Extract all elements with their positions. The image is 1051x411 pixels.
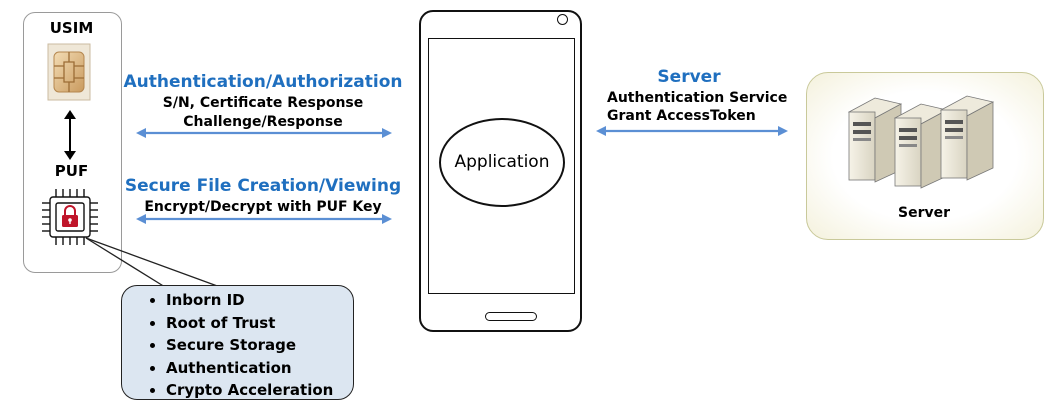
phone-home-button — [485, 312, 537, 321]
server-link-line1: Authentication Service — [607, 90, 788, 106]
auth-link-line1: S/N, Certificate Response — [162, 95, 364, 111]
list-item: Root of Trust — [166, 312, 353, 335]
usim-puf-arrow — [64, 110, 76, 160]
puf-features-list: Inborn ID Root of Trust Secure Storage A… — [122, 289, 353, 402]
puf-label: PUF — [54, 162, 89, 180]
application-node — [439, 118, 565, 207]
list-item: Crypto Acceleration — [166, 379, 353, 402]
puf-chip-icon — [42, 189, 98, 245]
list-item: Secure Storage — [166, 334, 353, 357]
puf-features-callout: Inborn ID Root of Trust Secure Storage A… — [121, 285, 354, 400]
server-icon — [847, 95, 995, 189]
auth-link-title: Authentication/Authorization — [123, 72, 403, 92]
server-link-title: Server — [657, 67, 721, 87]
sim-card-icon — [47, 43, 91, 101]
auth-link-line2: Challenge/Response — [183, 114, 343, 130]
list-item: Inborn ID — [166, 289, 353, 312]
file-link-line1: Encrypt/Decrypt with PUF Key — [144, 199, 382, 215]
server-link-line2: Grant AccessToken — [607, 108, 756, 124]
application-label: Application — [454, 152, 550, 172]
phone-camera — [557, 14, 568, 25]
list-item: Authentication — [166, 357, 353, 380]
smartphone — [419, 10, 582, 332]
file-link-title: Secure File Creation/Viewing — [124, 176, 402, 196]
phone-screen — [428, 38, 575, 294]
usim-label: USIM — [49, 19, 94, 37]
server-label: Server — [897, 205, 950, 221]
